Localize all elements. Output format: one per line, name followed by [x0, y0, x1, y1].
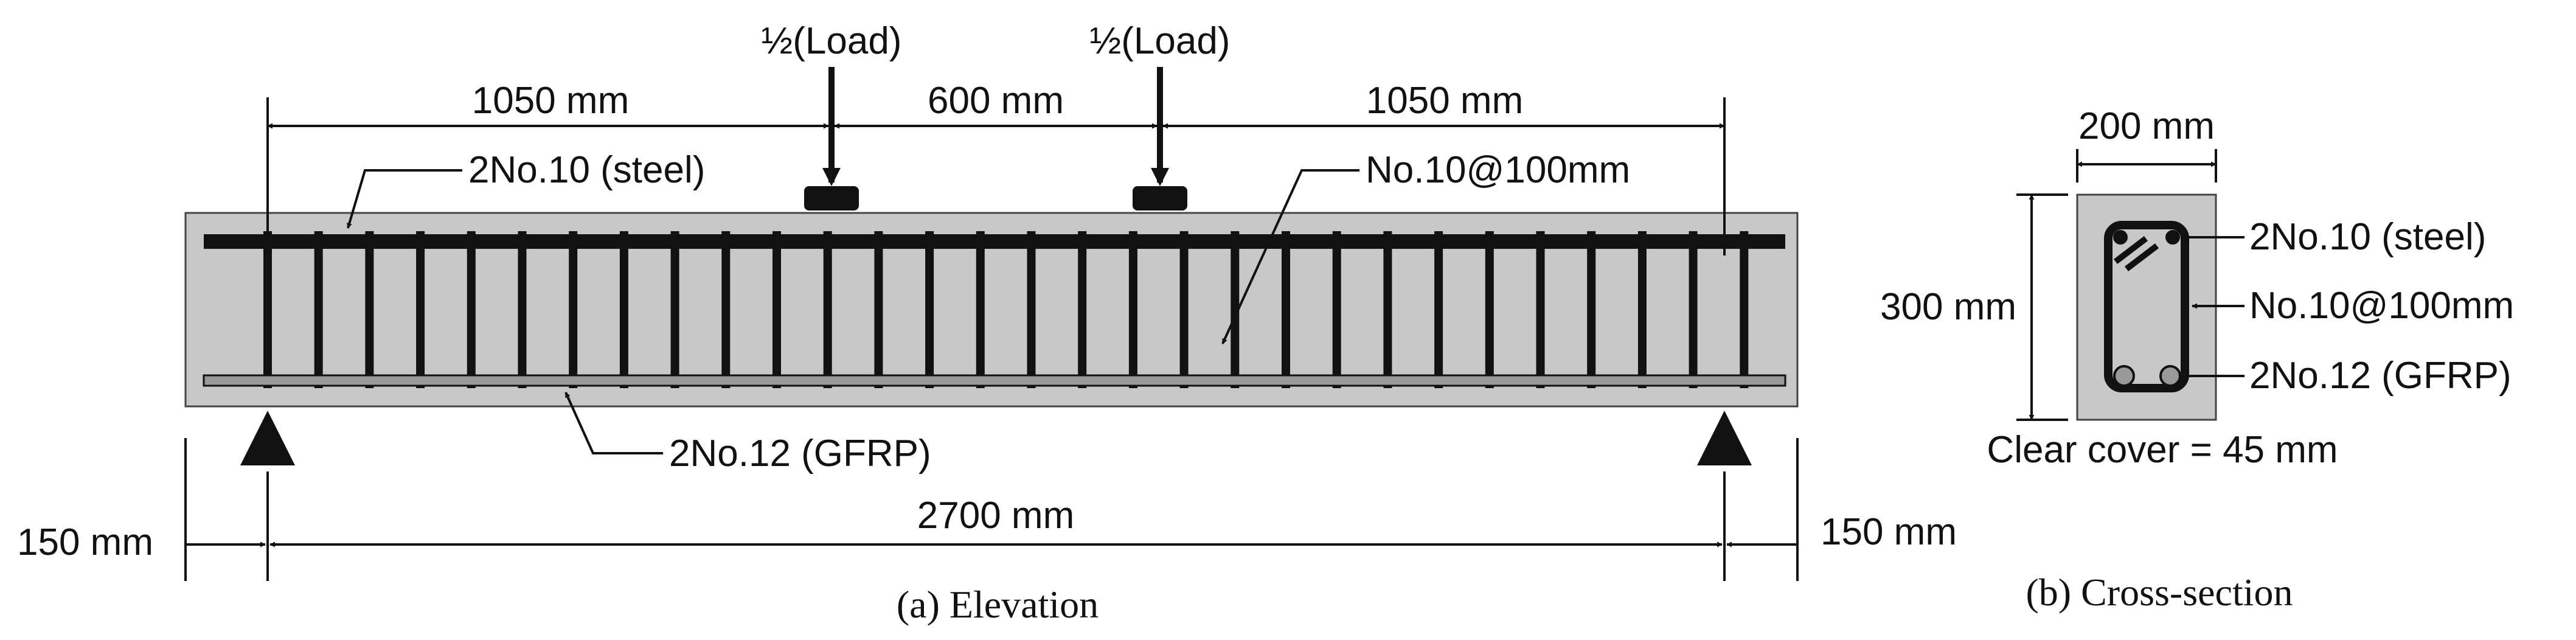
- dim-shear-left: 1050 mm: [472, 80, 629, 122]
- stirrup: [1231, 231, 1240, 388]
- section-gfrp-bar-left: [2113, 365, 2135, 387]
- overhang-left-label: 150 mm: [17, 521, 153, 563]
- leader-bottom-bar: [564, 392, 663, 454]
- stirrup: [467, 231, 476, 388]
- load-label-right: ½(Load): [1090, 20, 1231, 62]
- stirrup: [1689, 231, 1698, 388]
- dim-middle: 600 mm: [928, 80, 1064, 122]
- stirrup-label: No.10@100mm: [1366, 149, 1630, 191]
- stirrup: [823, 231, 832, 388]
- bottom-dimension-line: [184, 438, 1799, 581]
- elevation-caption: (a) Elevation: [897, 583, 1099, 626]
- stirrup: [1282, 231, 1290, 388]
- loading-plate-right: [1133, 186, 1187, 210]
- stirrup: [314, 231, 323, 388]
- section-top-bar-label: 2No.10 (steel): [2249, 216, 2486, 258]
- section-width-dimension: [2076, 149, 2217, 183]
- stirrup: [263, 231, 272, 388]
- section-bottom-bar-label: 2No.12 (GFRP): [2249, 355, 2512, 397]
- loading-plate-left: [804, 186, 859, 210]
- stirrup-hook-1: [2113, 236, 2148, 264]
- stirrup-group: [263, 231, 1749, 388]
- cross-section-view: 200 mm 300 mm 2No.10 (steel) No.10@100mm…: [1880, 105, 2514, 614]
- bottom-bar-label: 2No.12 (GFRP): [669, 433, 931, 475]
- stirrup: [1434, 231, 1443, 388]
- stirrup: [619, 231, 628, 388]
- stirrup: [1179, 231, 1189, 388]
- stirrup: [772, 231, 781, 388]
- section-width-label: 200 mm: [2078, 105, 2215, 147]
- bottom-gfrp-bar: [203, 374, 1786, 387]
- section-stirrup-label: No.10@100mm: [2249, 285, 2514, 327]
- stirrup: [874, 231, 883, 388]
- top-dimension-line: [266, 97, 1726, 256]
- load-label-left: ½(Load): [762, 20, 902, 62]
- leader-stirrup: [1221, 169, 1359, 344]
- stirrup: [416, 231, 425, 388]
- stirrup: [670, 231, 679, 388]
- leader-top-bar: [346, 169, 462, 229]
- stirrup: [1637, 231, 1647, 388]
- stirrup-hook-2: [2124, 243, 2159, 271]
- stirrup: [1587, 231, 1596, 388]
- stirrup: [721, 231, 731, 388]
- stirrup: [1485, 231, 1494, 388]
- stirrup: [1383, 231, 1392, 388]
- section-stirrup: [2104, 221, 2189, 392]
- stirrup: [569, 231, 578, 388]
- support-left: [240, 411, 295, 465]
- stirrup: [1536, 231, 1545, 388]
- elevation-view: ½(Load) ½(Load) 1050 mm 600 mm 1050 mm 2…: [17, 20, 1957, 626]
- stirrup: [1128, 231, 1137, 388]
- top-bar-label: 2No.10 (steel): [468, 149, 705, 191]
- stirrup: [1332, 231, 1341, 388]
- cross-section-caption: (b) Cross-section: [2026, 571, 2293, 614]
- section-height-label: 300 mm: [1880, 286, 2016, 328]
- section-top-steel-bar-right: [2165, 230, 2180, 245]
- stirrup: [925, 231, 934, 388]
- span-label: 2700 mm: [917, 495, 1074, 537]
- clear-cover-label: Clear cover = 45 mm: [1987, 429, 2338, 471]
- stirrup: [365, 231, 374, 388]
- stirrup: [976, 231, 985, 388]
- stirrup: [1027, 231, 1036, 388]
- support-right: [1697, 411, 1752, 465]
- section-top-steel-bar-left: [2113, 230, 2128, 245]
- dim-shear-right: 1050 mm: [1366, 80, 1523, 122]
- stirrup: [518, 231, 527, 388]
- section-gfrp-bar-right: [2159, 365, 2181, 387]
- section-height-dimension: [2016, 193, 2068, 421]
- stirrup: [1740, 231, 1749, 388]
- overhang-right-label: 150 mm: [1821, 511, 1957, 553]
- top-steel-bar: [204, 234, 1785, 249]
- stirrup: [1078, 231, 1087, 388]
